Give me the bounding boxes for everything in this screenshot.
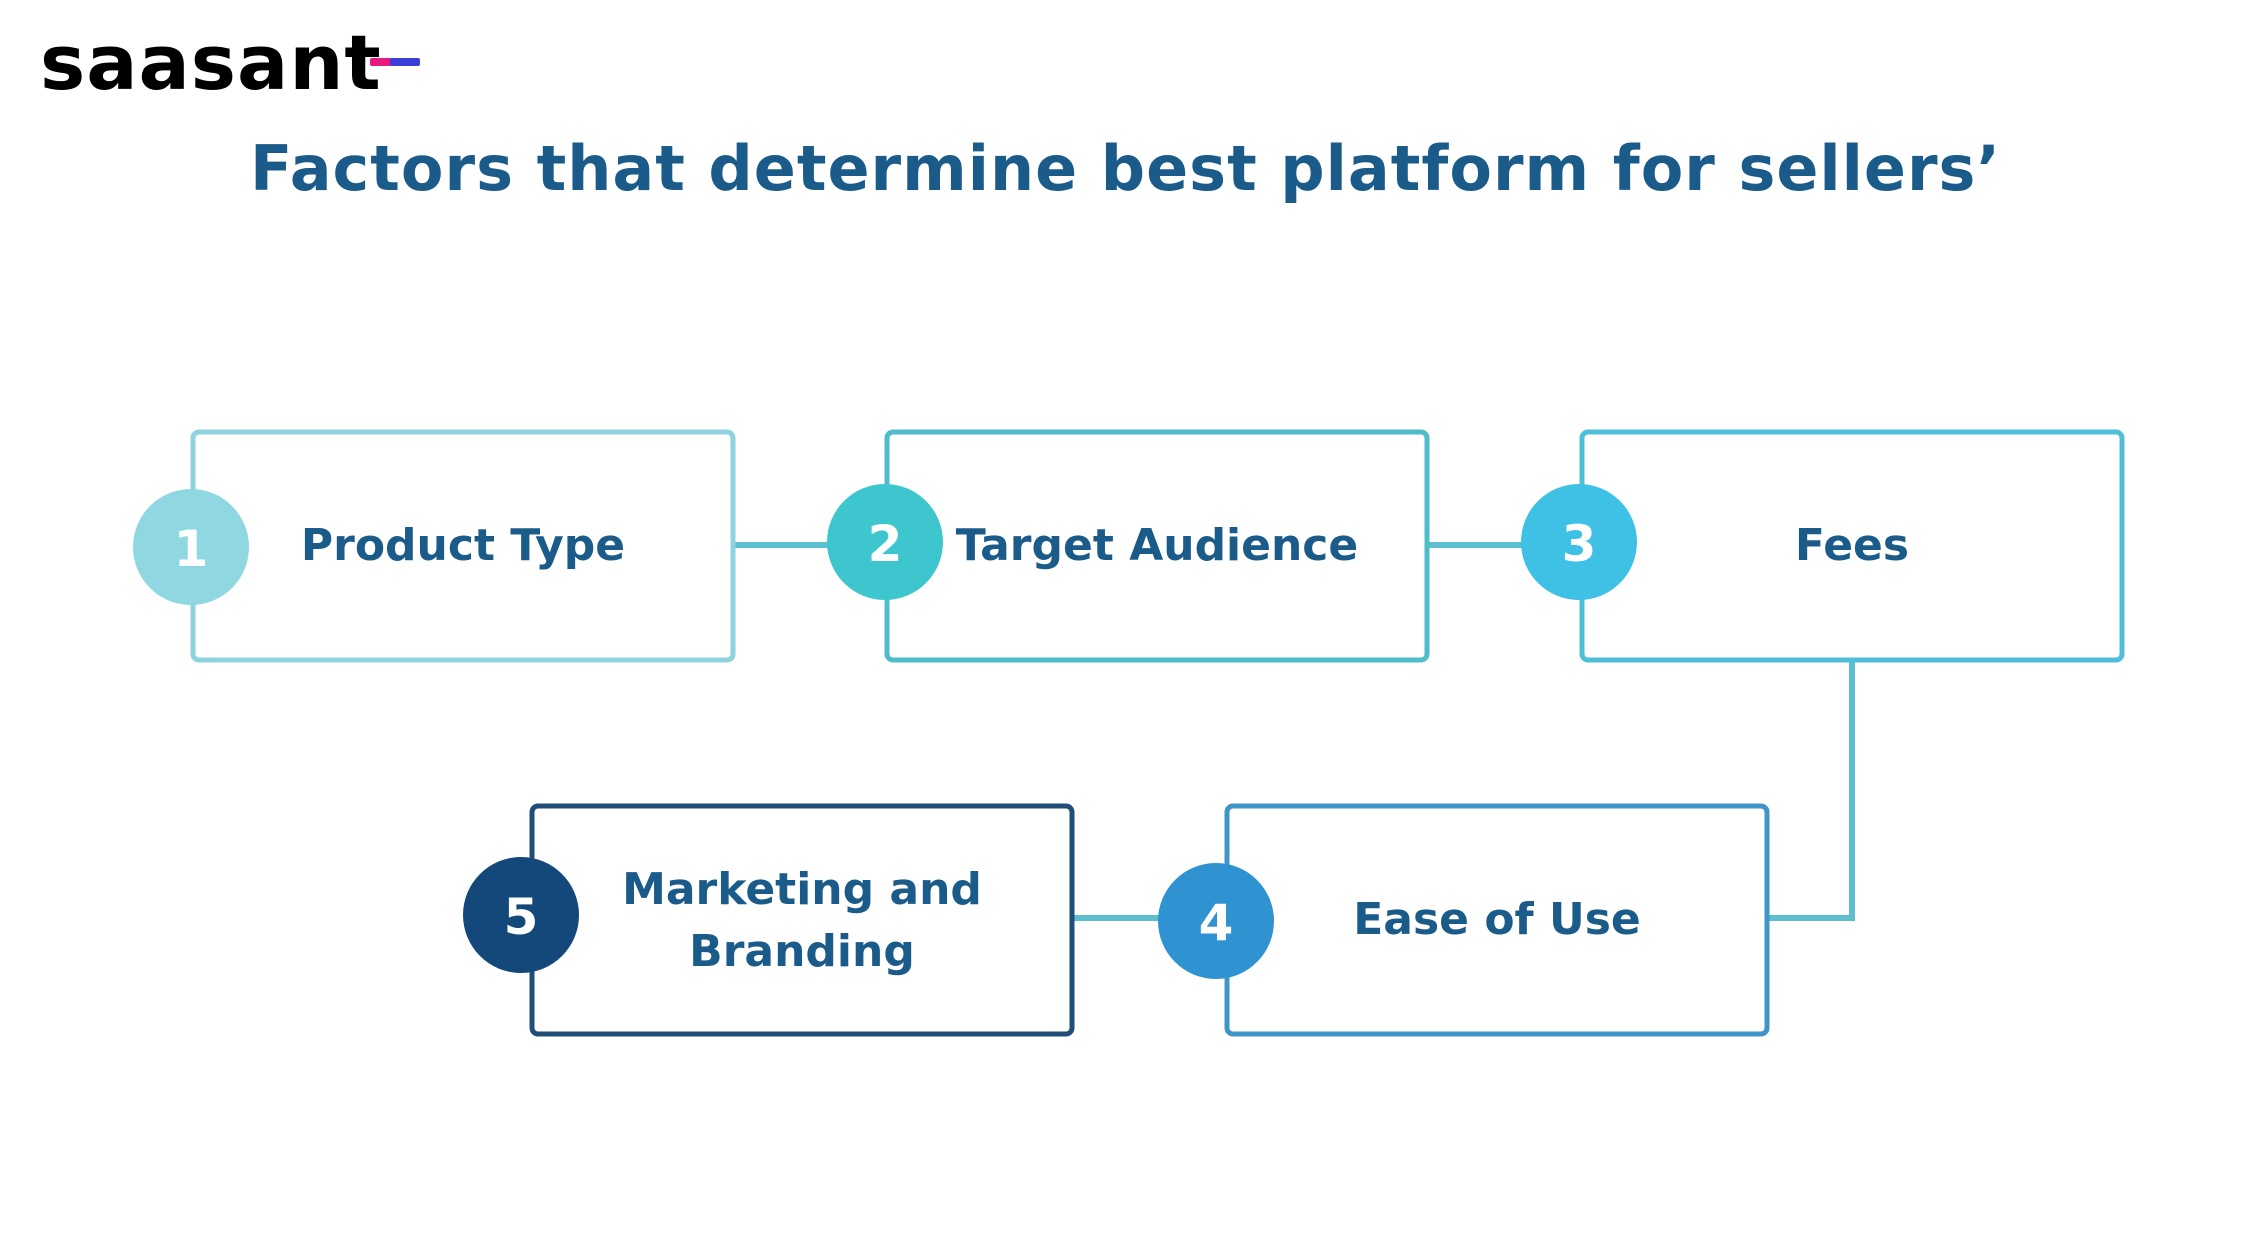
step-4-label: Ease of Use — [1353, 894, 1641, 945]
step-2-circle — [827, 484, 943, 600]
step-2-number: 2 — [868, 515, 903, 573]
logo-accent-icon — [370, 58, 420, 66]
step-4-badge: 4 — [1158, 863, 1274, 979]
step-5-circle — [463, 857, 579, 973]
step-5-box — [529, 803, 1075, 1037]
step-3-circle — [1521, 484, 1637, 600]
step-2-badge: 2 — [827, 484, 943, 600]
step-1-circle — [133, 489, 249, 605]
step-5-label-line-1: Marketing and — [622, 864, 982, 915]
step-5-badge: 5 — [463, 857, 579, 973]
step-1-number: 1 — [174, 520, 209, 578]
step-1-label: Product Type — [301, 520, 625, 571]
step-3-badge: 3 — [1521, 484, 1637, 600]
step-3-number: 3 — [1562, 515, 1597, 573]
step-4-number: 4 — [1199, 894, 1234, 952]
step-1-badge: 1 — [133, 489, 249, 605]
saasant-logo: saasant — [40, 18, 420, 108]
step-2-label: Target Audience — [956, 520, 1358, 571]
page-title: Factors that determine best platform for… — [249, 132, 2002, 205]
step-5-label-line-2: Branding — [689, 926, 915, 977]
connector-3-4 — [1767, 660, 1855, 921]
logo-text: saasant — [40, 18, 382, 107]
step-4-circle — [1158, 863, 1274, 979]
step-3-label: Fees — [1795, 520, 1909, 571]
step-5-number: 5 — [504, 888, 539, 946]
